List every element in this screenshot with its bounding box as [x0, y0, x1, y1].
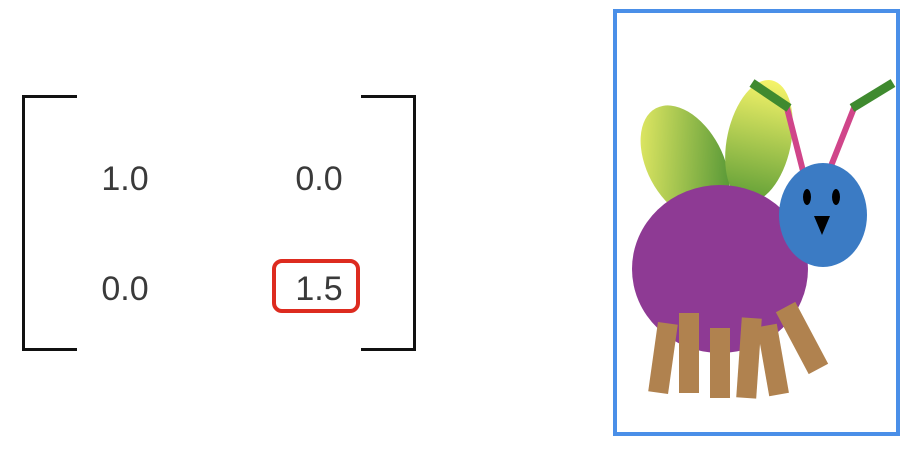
bug-legs	[648, 301, 829, 399]
left-eye	[803, 189, 811, 205]
bug-nose	[814, 216, 830, 235]
bug-illustration	[632, 79, 896, 399]
right-eye	[832, 189, 840, 205]
bug-image-frame	[613, 9, 900, 436]
right-bracket	[361, 95, 416, 351]
wing-right	[725, 79, 793, 203]
matrix: 1.0 0.0 0.0 1.5	[0, 0, 440, 450]
matrix-cell-r1-c0: 0.0	[101, 270, 149, 308]
bug-antennae	[784, 105, 857, 174]
antenna-tips	[749, 79, 896, 112]
matrix-cell-r1-c1: 1.5	[295, 270, 343, 308]
left-bracket	[22, 95, 77, 351]
matrix-cell-r0-c0: 1.0	[101, 160, 149, 198]
bug-head	[779, 163, 867, 267]
bug-body	[632, 185, 808, 353]
highlighted-cell-box	[272, 259, 360, 313]
matrix-cell-r0-c1: 0.0	[295, 160, 343, 198]
